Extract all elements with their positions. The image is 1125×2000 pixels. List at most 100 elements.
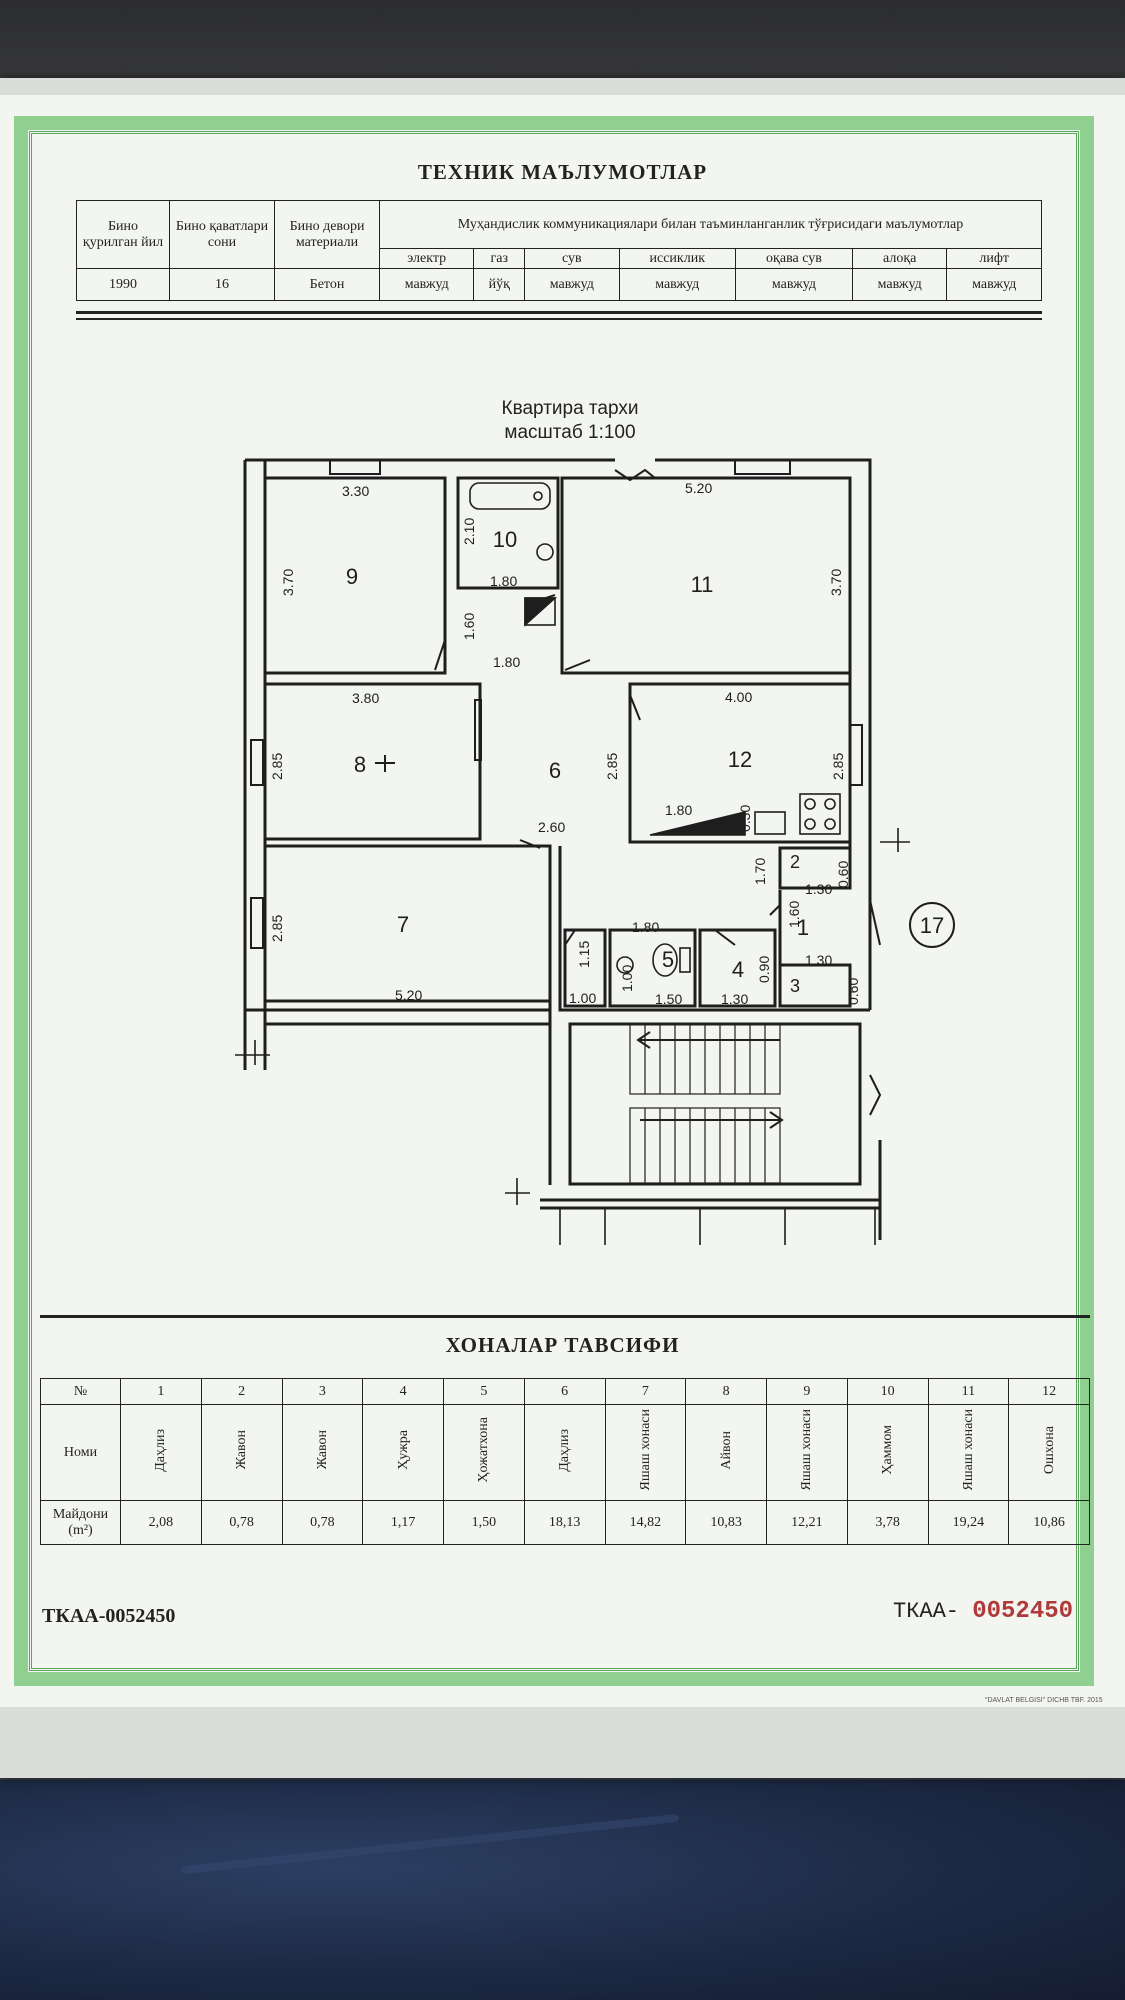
room-area-cell: 1,50 [443, 1500, 525, 1545]
room-wall [558, 846, 870, 1012]
dimension-label: 1.00 [619, 965, 635, 992]
dimension-label: 2.85 [604, 753, 620, 780]
dimension-label: 2.85 [269, 753, 285, 780]
utility-value: мавжуд [378, 268, 475, 301]
dimension-label: 3.70 [280, 569, 296, 596]
section-marker [880, 828, 910, 852]
building-floors: 16 [169, 268, 275, 301]
dimension-label: 1.80 [490, 573, 517, 589]
window [329, 459, 381, 475]
dimension-label: 1.80 [665, 802, 692, 818]
stair-steps [644, 1024, 766, 1183]
shower-icon [616, 956, 634, 974]
dimension-label: 1.00 [569, 990, 596, 1006]
divider-rule [76, 311, 1042, 314]
dimension-label: 1.15 [576, 941, 592, 968]
room-area-cell: 19,24 [927, 1500, 1010, 1545]
room-name: Даҳлиз [557, 1428, 573, 1472]
utility-name: газ [473, 248, 526, 269]
room-wall [778, 963, 852, 1008]
room-wall [778, 846, 852, 890]
plan-scale: масштаб 1:100 [504, 422, 636, 443]
room-number: 6 [549, 758, 561, 783]
stair-hall [568, 1022, 862, 1186]
dimension-label: 0.30 [737, 805, 753, 832]
serial-number-left: ТКАА-0052450 [42, 1605, 176, 1627]
stove-burner [804, 818, 816, 830]
dimension-label: 0.60 [835, 861, 851, 888]
section-marker [235, 1040, 270, 1065]
door [519, 839, 541, 849]
room-num-cell: 10 [846, 1378, 929, 1405]
stairs [629, 1023, 784, 1184]
room-num-cell: 2 [200, 1378, 283, 1405]
room-num-cell: 9 [766, 1378, 848, 1405]
room-area-cell: 1,17 [362, 1500, 444, 1545]
rooms-title: ХОНАЛАР ТАВСИФИ [445, 1333, 680, 1357]
room-numbers: 9 10 11 8 6 12 7 2 1 5 4 3 [346, 527, 809, 996]
doors [375, 468, 882, 1116]
header-wall: Бино девори материали [274, 200, 380, 269]
section-marker [505, 1178, 530, 1205]
room-num-cell: 1 [120, 1378, 202, 1405]
room-wall [608, 928, 697, 1008]
room-area-cell: 2,08 [120, 1500, 202, 1545]
stair-arrow-head [636, 1031, 651, 1049]
room-num-cell: 12 [1008, 1378, 1090, 1405]
label-num: № [40, 1378, 121, 1405]
stove-burner [804, 798, 816, 810]
room-area-cell: 10,86 [1008, 1500, 1090, 1545]
shaft-icon [524, 597, 558, 627]
dimension-label: 3.70 [828, 569, 844, 596]
room-num-cell: 8 [685, 1378, 767, 1405]
room-name-cell: Жавон [200, 1404, 283, 1501]
building-wall: Бетон [274, 268, 380, 301]
section-markers [235, 828, 910, 1245]
kitchen-sink-icon [754, 811, 786, 835]
room-area-cell: 3,78 [846, 1500, 929, 1545]
room-name: Яшаш хонаси [799, 1409, 815, 1491]
dimension-label: 5.20 [395, 987, 422, 1003]
door [869, 899, 881, 946]
dimension-label: 0.90 [756, 956, 772, 983]
room-area-cell: 12,21 [766, 1500, 848, 1545]
room-number: 7 [397, 912, 409, 937]
room-wall [456, 476, 560, 590]
shaft-icon [524, 597, 556, 626]
label-name: Номи [40, 1404, 121, 1501]
dimension-label: 1.50 [655, 991, 682, 1007]
tech-table: Бино қурилган йил Бино қаватлари сони Би… [76, 200, 1042, 301]
room-number: 12 [728, 747, 752, 772]
bath-drain-icon [533, 491, 543, 501]
room-area-cell: 18,13 [523, 1500, 606, 1545]
utility-value: йўқ [473, 268, 526, 301]
windows [250, 459, 863, 949]
dimension-label: 4.00 [725, 689, 752, 705]
dimension-label: 3.80 [352, 690, 379, 706]
stove-burner [824, 798, 836, 810]
room-name-cell: Даҳлиз [523, 1404, 606, 1501]
label-area: Майдони (m²) [40, 1500, 121, 1545]
utility-value: мавжуд [618, 268, 736, 301]
stair-arrow-head [769, 1111, 784, 1129]
header-floors: Бино қаватлари сони [169, 200, 275, 269]
counter-icon [649, 810, 746, 836]
dimension-label: 2.60 [538, 819, 565, 835]
stove-burner [824, 818, 836, 830]
door [769, 904, 781, 916]
dimension-label: 2.85 [269, 915, 285, 942]
window [849, 724, 863, 786]
stove-icon [799, 793, 841, 835]
room-name-cell: Яшаш хонаси [766, 1404, 848, 1501]
dimension-label: 1.60 [786, 901, 802, 928]
door [434, 639, 446, 671]
room-area-cell: 0,78 [281, 1500, 364, 1545]
utility-value: мавжуд [851, 268, 948, 301]
door [714, 929, 736, 946]
fixtures [469, 482, 841, 977]
header-comm: Муҳандислик коммуникациялари билан таъми… [379, 200, 1042, 249]
guilloche-border [14, 116, 1094, 1686]
room-name: Ошхона [1041, 1425, 1057, 1475]
dimension-label: 1.30 [805, 881, 832, 897]
divider-rule [40, 1315, 1090, 1318]
